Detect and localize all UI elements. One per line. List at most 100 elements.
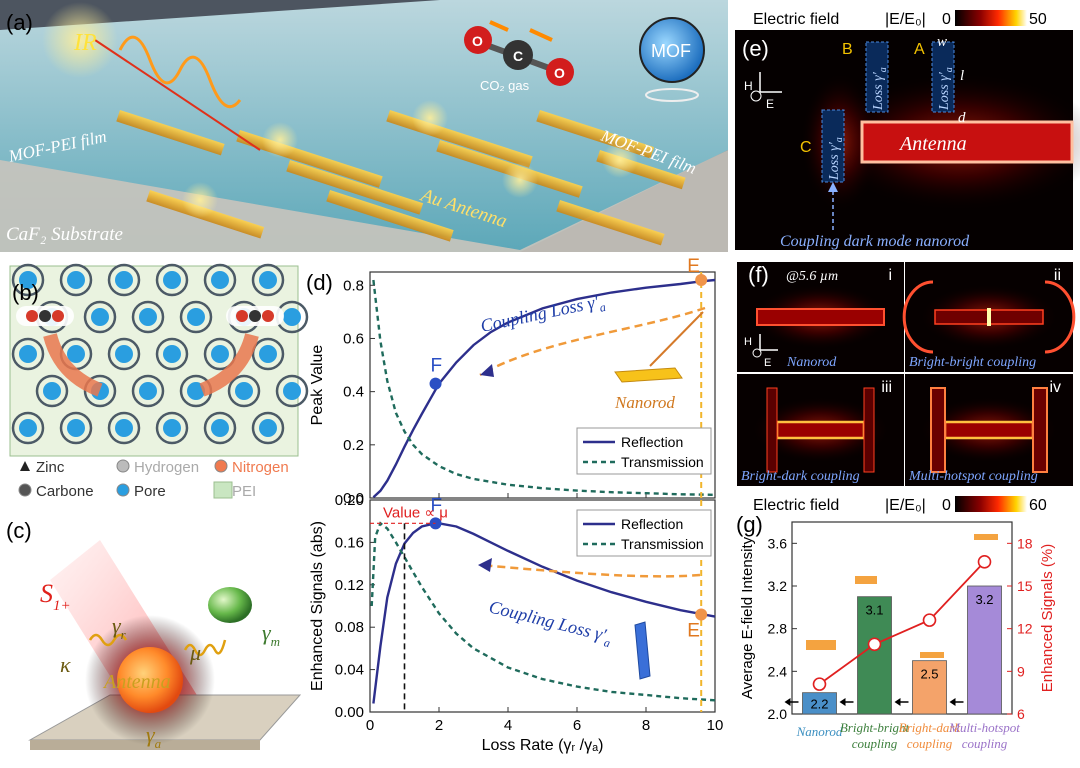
pore xyxy=(259,345,277,363)
hotspot-glow xyxy=(412,100,448,136)
cage xyxy=(203,263,237,297)
loss-label-a: Loss γ′a xyxy=(937,67,955,111)
cell-label-iv: Multi-hotspot coupling xyxy=(908,469,1038,484)
rod-right xyxy=(1032,387,1048,473)
y-tick-label: 0.2 xyxy=(343,437,364,454)
pore xyxy=(19,419,37,437)
bar-value-label-2: 2.5 xyxy=(920,667,938,682)
series-transmission xyxy=(370,521,716,702)
pore xyxy=(139,382,157,400)
h-label-f: H xyxy=(744,336,752,348)
point-label-f: F xyxy=(431,356,443,377)
pore xyxy=(43,382,61,400)
cell-roman-i: i xyxy=(888,267,892,284)
coupling-arrow-top xyxy=(479,306,706,377)
efield-title-f: Electric field xyxy=(753,497,839,514)
bar-2 xyxy=(912,660,947,715)
cage xyxy=(35,374,69,408)
y-tick-label: 0.6 xyxy=(343,330,364,347)
loss-box-b xyxy=(865,41,889,113)
coupling-label: Coupling dark mode nanorod xyxy=(780,233,970,250)
pore xyxy=(259,271,277,289)
mof-film-layer xyxy=(0,0,728,252)
h-label-e: H xyxy=(744,79,753,93)
coupling-arrow-bottom xyxy=(479,563,701,578)
gamma-r-label: γr xyxy=(112,613,127,642)
cage xyxy=(251,263,285,297)
scale-max-f: 60 xyxy=(1029,497,1047,514)
y-axis-label: Enhanced Signals (abs) xyxy=(309,521,326,691)
nanorod-icon xyxy=(614,367,683,383)
axes-icon-e xyxy=(750,72,782,102)
nanorod-pointer xyxy=(649,311,704,367)
co2-label: CO₂ gas xyxy=(480,78,530,93)
legend-label-reflection: Reflection xyxy=(621,516,683,532)
pore xyxy=(139,308,157,326)
cage xyxy=(83,300,117,334)
arc-left xyxy=(902,280,934,354)
au-antenna-bar xyxy=(116,110,225,156)
arrow-left xyxy=(43,333,103,397)
colorbar-f xyxy=(955,496,1027,512)
ir-label: IR xyxy=(73,30,97,56)
bar-value-label-0: 2.2 xyxy=(810,697,828,712)
y-tick-label: 3.6 xyxy=(768,535,788,551)
rod-left xyxy=(930,387,946,473)
enhanced-signals-point-1 xyxy=(867,637,882,652)
pore xyxy=(211,345,229,363)
pore xyxy=(67,419,85,437)
hotspot-glow xyxy=(602,142,638,178)
loss-label-c: Loss γ′a xyxy=(827,137,845,181)
icon-bright-dark-bar xyxy=(920,652,944,658)
category-label-1-line2: coupling xyxy=(852,736,898,751)
value-label: Value ∝ μ xyxy=(383,504,448,521)
y2-tick-label: 9 xyxy=(1017,663,1025,679)
mu-label: μ xyxy=(189,640,201,665)
cell-label-iii: Bright-dark coupling xyxy=(741,469,860,484)
cell-label-i: Nanorod xyxy=(786,355,837,370)
legend-label-transmission: Transmission xyxy=(621,454,704,470)
e-label-f: E xyxy=(764,357,771,369)
pore xyxy=(163,419,181,437)
legend-label-pore: Pore xyxy=(134,483,166,500)
icon-bright-bright-bar xyxy=(855,576,877,584)
enhanced-signals-line xyxy=(818,561,986,685)
y2-tick-label: 15 xyxy=(1017,578,1033,594)
cage xyxy=(251,411,285,445)
dark-rod-right xyxy=(863,387,875,473)
nanorod-label: Nanorod xyxy=(614,393,675,412)
category-label-2-line1: Bright-dark xyxy=(899,720,961,735)
plot-frame xyxy=(369,499,716,713)
series-reflection xyxy=(372,522,716,704)
category-label-3-line2: coupling xyxy=(962,736,1008,751)
enhanced-signals-point-3 xyxy=(977,555,992,569)
category-label-0: Nanorod xyxy=(796,724,843,739)
loss-box-a xyxy=(931,41,955,113)
antenna-array xyxy=(116,100,686,246)
y2-tick-label: 6 xyxy=(1017,706,1025,722)
category-label-1-line1: Bright-bright xyxy=(840,720,910,735)
pore xyxy=(283,308,301,326)
cage xyxy=(203,411,237,445)
legend-label-reflection: Reflection xyxy=(621,434,683,450)
efield-abs-f: |E/E₀| xyxy=(885,497,926,514)
efield-title-e: Electric field xyxy=(753,11,839,28)
cell-roman-ii: ii xyxy=(1054,267,1061,284)
arrowhead-3 xyxy=(949,698,956,706)
legend-marker-carbone xyxy=(18,483,32,497)
label-b: B xyxy=(842,41,853,58)
coupling-label-top: Coupling Loss γ′a xyxy=(479,290,607,340)
dark-rod-left xyxy=(766,387,778,473)
icon-multi-hotspot-bar xyxy=(974,534,998,540)
label-a: A xyxy=(914,41,925,58)
y-tick-label: 2.4 xyxy=(768,663,788,679)
bar-3 xyxy=(967,585,1002,715)
pore xyxy=(211,419,229,437)
category-label-2-line2: coupling xyxy=(907,736,953,751)
